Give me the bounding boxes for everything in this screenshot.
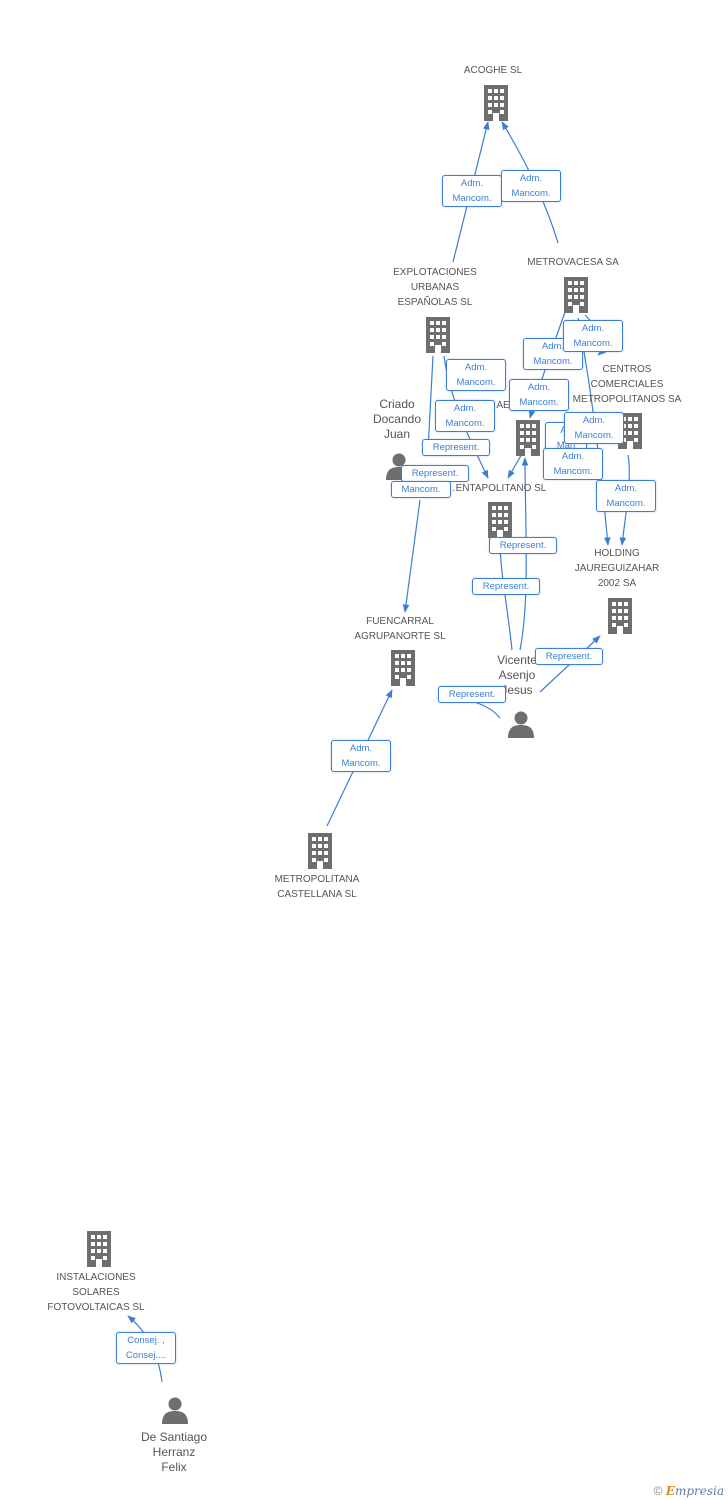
edge-label-adm-mancom[interactable]: Adm. Mancom.: [331, 740, 391, 772]
building-icon: [484, 85, 508, 121]
edge-label-represent[interactable]: Represent.: [401, 465, 469, 482]
edge-label-represent[interactable]: Represent.: [489, 537, 557, 554]
company-acoghe[interactable]: ACOGHE SL: [463, 65, 523, 76]
company-explotaciones[interactable]: EXPLOTACIONES URBANAS ESPAÑOLAS SL: [393, 267, 477, 308]
person-criado[interactable]: Criado Docando Juan: [372, 397, 422, 441]
edge-label-represent[interactable]: Represent.: [472, 578, 540, 595]
edge-label-mancom[interactable]: Mancom.: [391, 481, 451, 498]
copyright-symbol: ©: [653, 1484, 663, 1498]
edge-label-adm-mancom[interactable]: Adm. Mancom.: [596, 480, 656, 512]
building-icon: [516, 420, 540, 456]
company-metropolitana[interactable]: METROPOLITANA CASTELLANA SL: [274, 874, 360, 900]
edge-label-represent[interactable]: Represent.: [535, 648, 603, 665]
person-icon: [508, 711, 534, 738]
edge-metrovacesa-1: [528, 311, 566, 419]
person-vicente[interactable]: Vicente Asenjo Jesus: [497, 653, 537, 697]
company-fuencarral[interactable]: FUENCARRAL AGRUPANORTE SL: [354, 616, 446, 642]
edge-label-adm-mancom[interactable]: Adm. Mancom.: [501, 170, 561, 202]
edge-label-adm-mancom[interactable]: Adm. Mancom.: [564, 412, 624, 444]
empresia-footer: © Empresia: [654, 1484, 724, 1498]
empresia-logo[interactable]: Empresia: [665, 1484, 724, 1498]
edge-label-adm-mancom[interactable]: Adm. Mancom.: [442, 175, 502, 207]
edge-label-represent[interactable]: Represent.: [438, 686, 506, 703]
building-icon: [87, 1231, 111, 1267]
company-pentapolitano[interactable]: …ENTAPOLITANO SL: [445, 483, 547, 494]
edge-label-represent[interactable]: Represent.: [422, 439, 490, 456]
company-centros[interactable]: CENTROS COMERCIALES METROPOLITANOS SA: [572, 364, 682, 405]
edge-label-adm-mancom[interactable]: Adm. Mancom.: [435, 400, 495, 432]
company-holding[interactable]: HOLDING JAUREGUIZAHAR 2002 SA: [574, 548, 660, 589]
person-desantiago[interactable]: De Santiago Herranz Felix: [140, 1430, 208, 1474]
edge-label-adm-mancom[interactable]: Adm. Mancom.: [509, 379, 569, 411]
company-ae[interactable]: …AE…: [486, 400, 520, 411]
edge-vicente-pentapolitano: [496, 541, 513, 651]
edge-label-consej[interactable]: Consej. , Consej....: [116, 1332, 176, 1364]
edge-vicente-ae: [519, 457, 529, 651]
building-icon: [608, 598, 632, 634]
edge-label-adm-mancom[interactable]: Adm. Mancom.: [543, 448, 603, 480]
company-metrovacesa[interactable]: METROVACESA SA: [527, 257, 619, 268]
edge-criado-ae: [427, 355, 434, 451]
building-icon: [564, 277, 588, 313]
building-icon: [426, 317, 450, 353]
edge-criado-fuencarral: [402, 499, 421, 613]
building-icon: [488, 502, 512, 538]
person-icon: [162, 1397, 188, 1424]
edge-label-adm-mancom[interactable]: Adm. Mancom.: [446, 359, 506, 391]
building-icon: [391, 650, 415, 686]
edge-label-adm-mancom[interactable]: Adm. Mancom.: [563, 320, 623, 352]
company-instalaciones[interactable]: INSTALACIONES SOLARES FOTOVOLTAICAS SL: [47, 1272, 145, 1313]
building-icon: [308, 833, 332, 869]
